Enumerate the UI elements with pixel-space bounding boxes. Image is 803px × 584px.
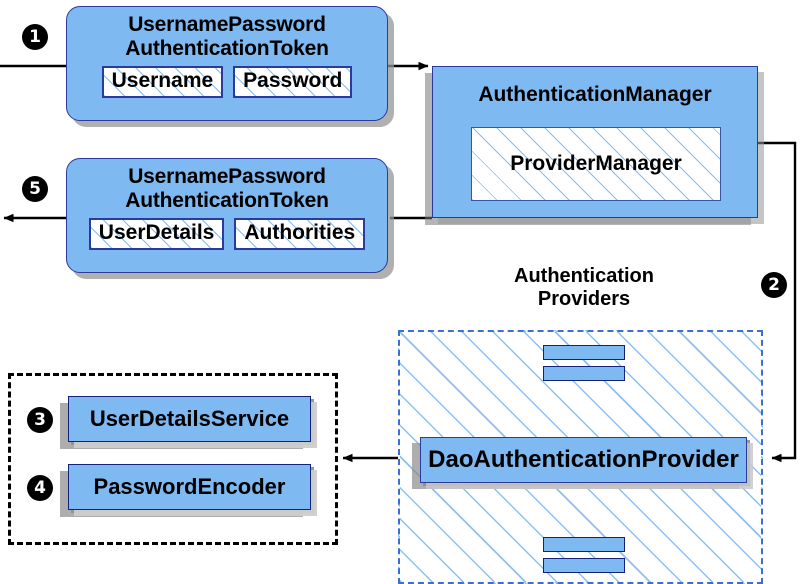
authentication-providers-title-line2: Providers <box>537 288 631 310</box>
dependencies-group <box>8 373 338 545</box>
request-token-field-username[interactable]: Username <box>101 66 224 99</box>
response-token-field-userdetails[interactable]: UserDetails <box>88 218 225 251</box>
request-token-field-password[interactable]: Password <box>233 66 353 99</box>
request-token-title: UsernamePassword AuthenticationToken <box>77 13 377 60</box>
authentication-providers-title-line1: Authentication <box>514 265 654 287</box>
step-marker-5: 5 <box>22 176 48 202</box>
response-token-title-line2: AuthenticationToken <box>125 188 329 212</box>
provider-bar-bottom-1[interactable] <box>543 537 625 552</box>
provider-bar-top-1[interactable] <box>543 345 625 360</box>
authentication-providers-title: Authentication Providers <box>478 265 690 311</box>
provider-manager-box[interactable]: ProviderManager <box>471 127 721 201</box>
request-token-box[interactable]: UsernamePassword AuthenticationToken Use… <box>66 6 388 121</box>
request-token-title-line2: AuthenticationToken <box>125 36 329 60</box>
provider-bar-top-2[interactable] <box>543 366 625 381</box>
response-token-title: UsernamePassword AuthenticationToken <box>77 165 377 212</box>
response-token-field-authorities[interactable]: Authorities <box>234 218 366 251</box>
response-token-box[interactable]: UsernamePassword AuthenticationToken Use… <box>66 158 388 273</box>
user-details-service-box[interactable]: UserDetailsService <box>68 396 311 442</box>
step-marker-3: 3 <box>27 407 53 433</box>
request-token-fields: Username Password <box>77 66 377 99</box>
response-token-fields: UserDetails Authorities <box>77 218 377 251</box>
password-encoder-box[interactable]: PasswordEncoder <box>68 464 311 510</box>
response-token-title-line1: UsernamePassword <box>128 165 326 188</box>
authentication-manager-title: AuthenticationManager <box>478 83 712 106</box>
connector-manager-to-provider <box>758 141 797 463</box>
provider-bar-bottom-2[interactable] <box>543 558 625 573</box>
step-marker-1: 1 <box>22 24 48 50</box>
dao-authentication-provider-box[interactable]: DaoAuthenticationProvider <box>420 437 747 483</box>
request-token-title-line1: UsernamePassword <box>128 13 326 36</box>
step-marker-4: 4 <box>27 475 53 501</box>
authentication-manager-box[interactable]: AuthenticationManager ProviderManager <box>432 66 758 218</box>
step-marker-2: 2 <box>761 272 787 298</box>
